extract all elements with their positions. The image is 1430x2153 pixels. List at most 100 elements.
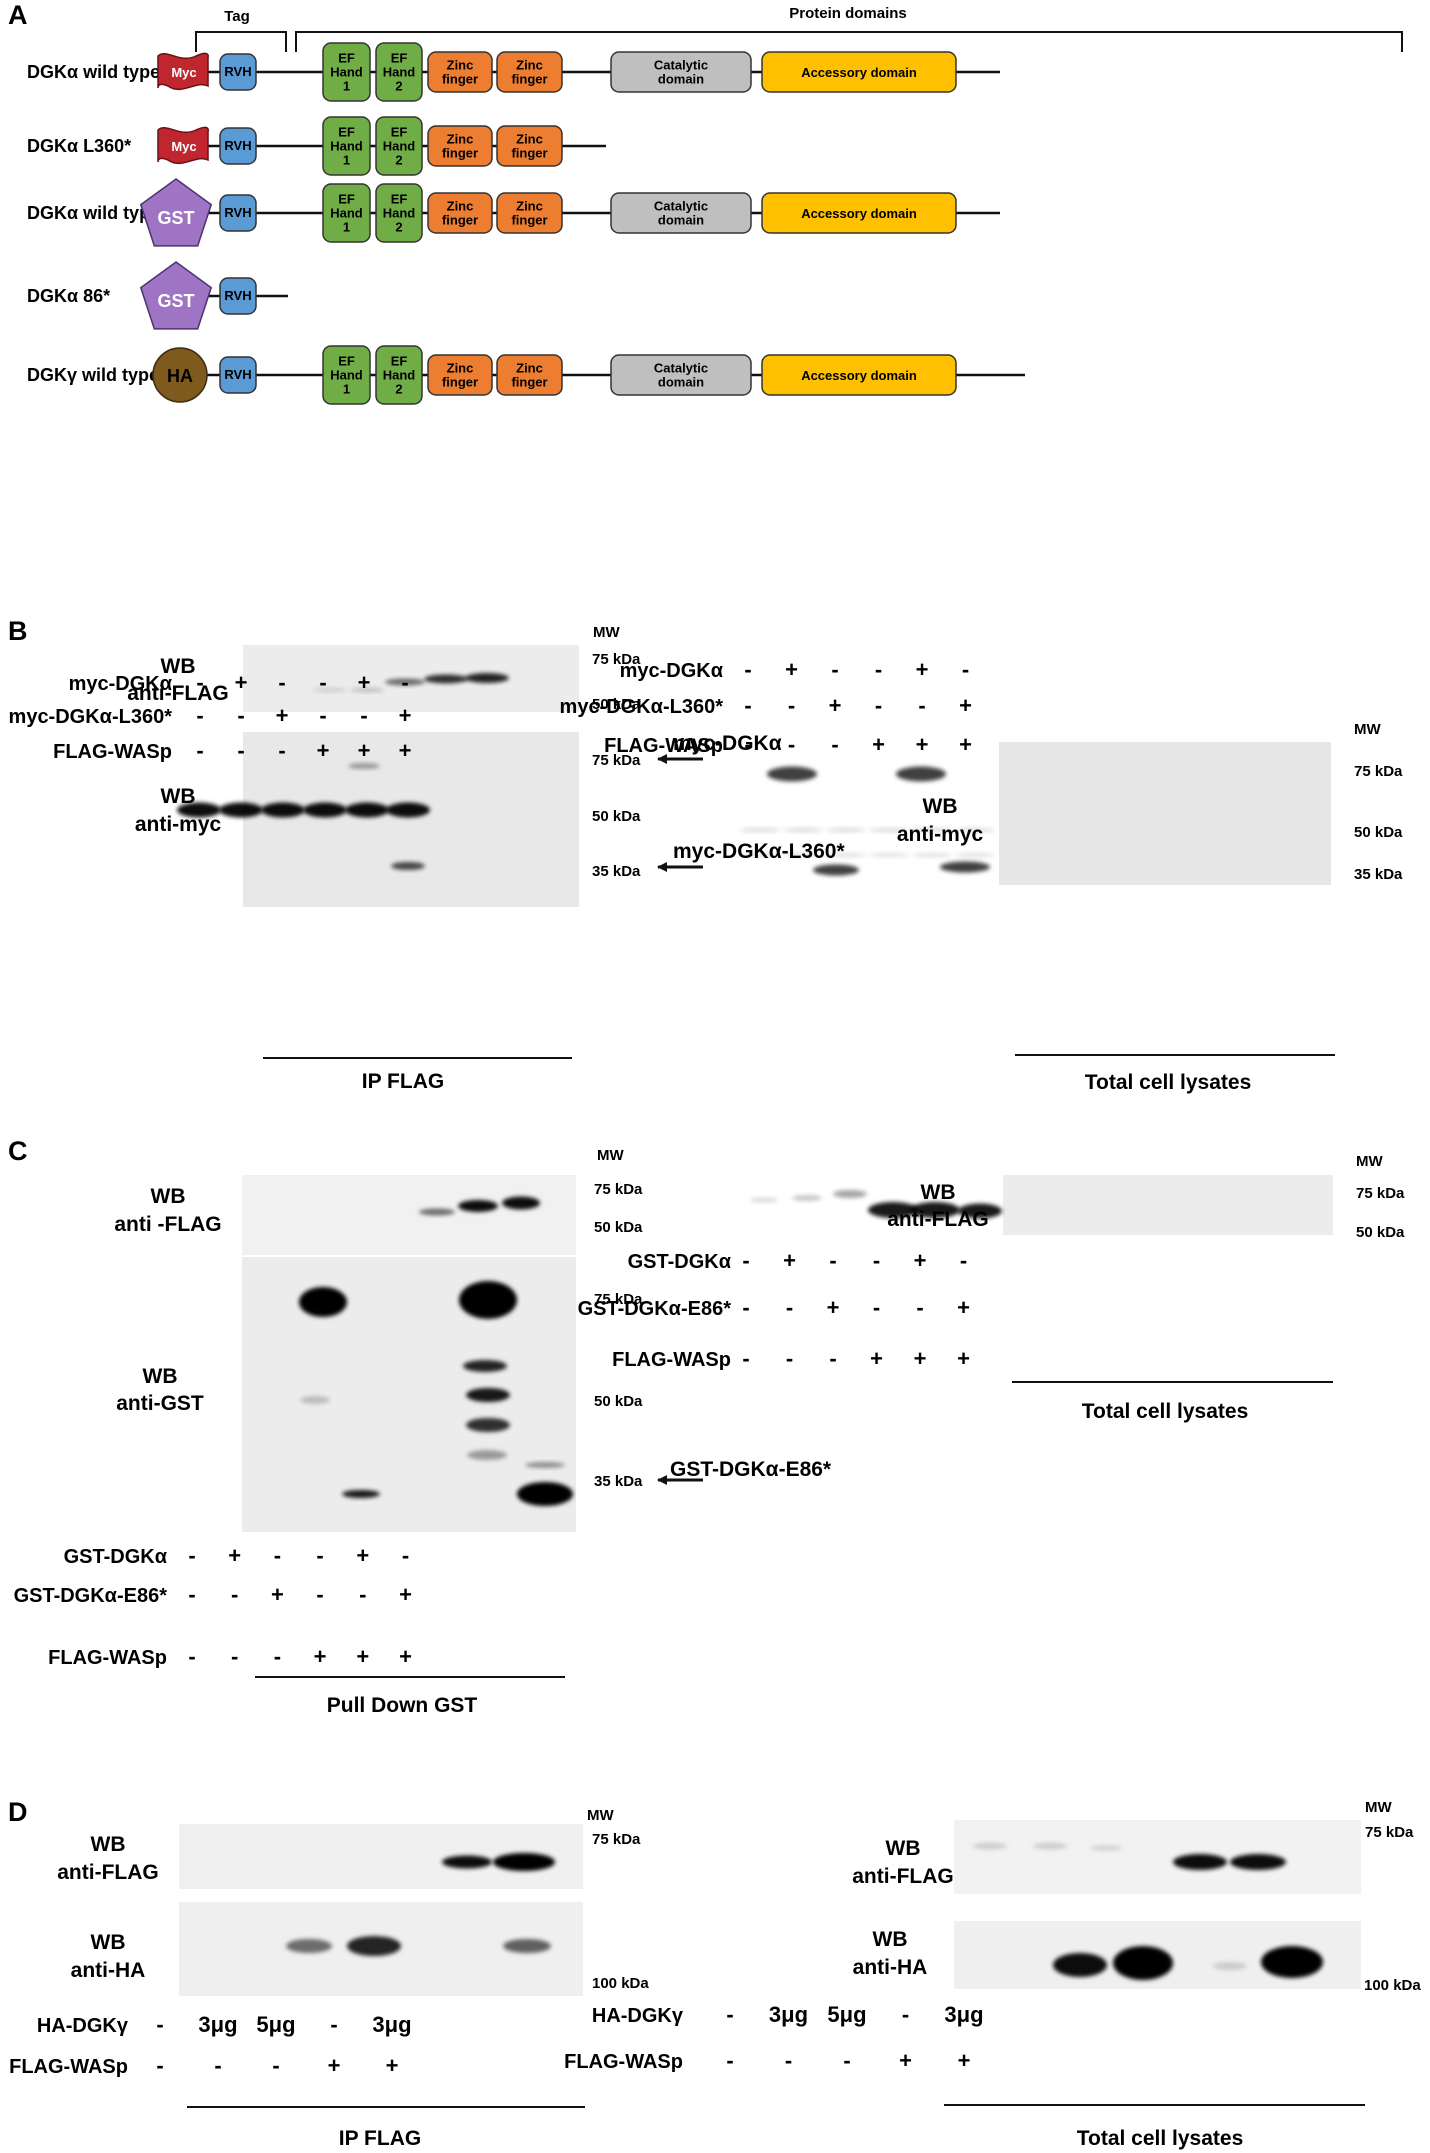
condition-value: - — [902, 2002, 909, 2027]
condition-label: myc-DGKα — [620, 660, 724, 682]
condition-value: - — [360, 703, 367, 728]
blot-band — [345, 802, 389, 818]
condition-value: + — [870, 1346, 883, 1371]
condition-rows-b-left: myc-DGKα-+--+-myc-DGKα-L360*--+--+FLAG-W… — [9, 670, 412, 763]
zinc-finger-domain — [496, 125, 563, 167]
wb-label: WB — [161, 655, 196, 678]
condition-value: - — [786, 1346, 793, 1371]
condition-rows-c-left: GST-DGKα-+--+-GST-DGKα-E86*--+--+FLAG-WA… — [14, 1543, 412, 1669]
zinc-finger-label: Zinc — [516, 58, 543, 73]
condition-value: - — [788, 693, 795, 718]
blot-b-left-anti-myc — [243, 732, 579, 907]
mw-title-b-right: MW — [1354, 721, 1381, 738]
condition-label: GST-DGKα-E86* — [578, 1298, 732, 1320]
antibody-label: anti-FLAG — [127, 682, 228, 705]
condition-value: - — [831, 657, 838, 682]
condition-value: + — [914, 1248, 927, 1273]
blot-band — [517, 1482, 573, 1506]
mw-marker-75: 75 kDa — [592, 752, 641, 769]
condition-value: + — [785, 657, 798, 682]
condition-value: + — [235, 670, 248, 695]
mw-title-c-left: MW — [597, 1147, 624, 1164]
rvh-label: RVH — [224, 288, 251, 303]
blot-band — [348, 763, 380, 769]
tag-label: HA — [167, 366, 193, 386]
rvh-label: RVH — [224, 138, 251, 153]
condition-value: - — [788, 732, 795, 757]
ef-hand-label: EF — [391, 51, 408, 66]
condition-value: + — [276, 703, 289, 728]
condition-value: - — [278, 738, 285, 763]
blot-band — [493, 1853, 555, 1871]
condition-value: + — [399, 703, 412, 728]
condition-value: - — [196, 703, 203, 728]
construct-name: DGKα wild type — [27, 203, 160, 223]
catalytic-domain — [610, 192, 752, 234]
blot-band — [813, 864, 859, 876]
underline-label-ip-flag: IP FLAG — [362, 1070, 444, 1093]
catalytic-label: Catalytic — [654, 58, 708, 73]
ef-hand-label: 1 — [343, 220, 350, 235]
ef-hand-label: EF — [391, 354, 408, 369]
blot-band — [424, 674, 468, 684]
condition-value: - — [272, 2053, 279, 2078]
antibody-label: anti -FLAG — [114, 1213, 221, 1236]
zinc-finger-label: finger — [511, 72, 547, 87]
blot-band — [792, 1195, 822, 1201]
catalytic-label: domain — [658, 72, 704, 87]
ef-hand-label: 2 — [395, 220, 402, 235]
blot-c-left-anti-gst — [242, 1257, 576, 1532]
panel-b: B MW WB anti-FLAG 75 kDa 50 kDa WB anti-… — [8, 616, 1403, 1094]
ef-hand-label: 2 — [395, 153, 402, 168]
rvh-domain — [219, 356, 257, 394]
zinc-finger-label: Zinc — [516, 199, 543, 214]
antibody-label: anti-myc — [897, 823, 984, 846]
zinc-finger-domain — [427, 125, 493, 167]
condition-label: FLAG-WASp — [604, 735, 723, 757]
blot-band — [1033, 1842, 1067, 1850]
tag-title: Tag — [224, 8, 250, 25]
mw-title-d-right: MW — [1365, 1799, 1392, 1816]
condition-value: - — [829, 1346, 836, 1371]
blot-band — [386, 802, 430, 818]
blot-band — [826, 852, 866, 858]
construct-name: DGKγ wild type — [27, 365, 159, 385]
mw-title-d-left: MW — [587, 1807, 614, 1824]
blot-c-left-anti-flag — [242, 1175, 576, 1255]
condition-value: + — [358, 738, 371, 763]
blot-band — [955, 827, 995, 833]
antibody-label: anti-GST — [116, 1392, 204, 1415]
rvh-domain — [219, 127, 257, 165]
zinc-finger-label: Zinc — [447, 58, 474, 73]
gst-tag-icon — [139, 178, 213, 247]
mw-marker-75: 75 kDa — [1365, 1824, 1414, 1841]
mw-marker-75: 75 kDa — [594, 1291, 643, 1308]
condition-value: - — [916, 1295, 923, 1320]
rvh-label: RVH — [224, 367, 251, 382]
ef-hand-2-domain — [375, 183, 423, 243]
tag-label: GST — [157, 208, 194, 228]
underline-label-total-lysates: Total cell lysates — [1077, 2127, 1244, 2150]
condition-value: - — [359, 1582, 366, 1607]
condition-value: - — [319, 703, 326, 728]
zinc-finger-domain — [427, 192, 493, 234]
condition-value: - — [744, 657, 751, 682]
ef-hand-label: 1 — [343, 382, 350, 397]
zinc-finger-label: finger — [442, 375, 478, 390]
condition-value: - — [316, 1543, 323, 1568]
mw-marker-50: 50 kDa — [594, 1393, 643, 1410]
condition-value: - — [196, 738, 203, 763]
blot-band — [869, 827, 909, 833]
condition-label: GST-DGKα — [64, 1546, 168, 1568]
condition-value: - — [156, 2053, 163, 2078]
condition-value: - — [196, 670, 203, 695]
wb-label: WB — [143, 1365, 178, 1388]
condition-value: - — [274, 1644, 281, 1669]
blot-band — [458, 1200, 498, 1212]
underline-label-pull-down: Pull Down GST — [327, 1694, 478, 1717]
condition-label: myc-DGKα-L360* — [9, 706, 173, 728]
condition-value: - — [742, 1295, 749, 1320]
blot-band — [826, 827, 866, 833]
condition-value: - — [960, 1248, 967, 1273]
blot-band — [1090, 1845, 1122, 1851]
